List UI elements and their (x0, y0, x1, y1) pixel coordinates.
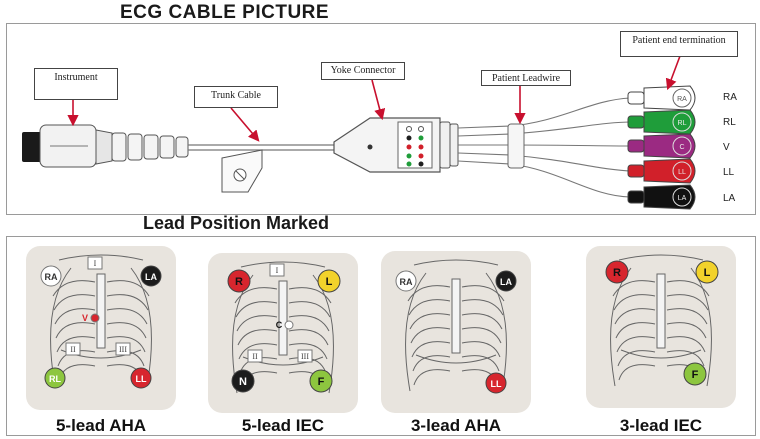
electrode-text-ra: RA (45, 272, 58, 282)
electrode-text-ll: LL (491, 379, 502, 389)
electrode-l: L (317, 269, 341, 293)
electrode-text-f: F (318, 376, 325, 388)
trunk-cable-callout-text: Trunk Cable (211, 90, 261, 101)
electrode-f: F (309, 369, 333, 393)
patient-leadwire-callout: Patient Leadwire (481, 70, 571, 86)
wire-label-la: LA (723, 193, 736, 204)
electrode-rl: RL (44, 367, 66, 389)
card-3-lead-aha: RA LA LL (381, 251, 531, 413)
wire-label-ll: LL (723, 167, 735, 178)
electrode-f: F (683, 362, 707, 386)
snap-v: C (627, 133, 696, 159)
snap-la: LA (627, 184, 696, 210)
torso-outline (405, 259, 507, 392)
snap-rl: RL (627, 109, 696, 135)
electrode-ll: LL (485, 372, 507, 394)
yoke-connector (333, 117, 459, 173)
patient-end-callout: Patient end termination (620, 31, 738, 57)
electrode-ra: RA (395, 270, 417, 292)
lead-vector-3: III (119, 345, 127, 354)
card-label-3-lead-iec: 3-lead IEC (619, 416, 703, 435)
electrode-text-l: L (326, 276, 333, 288)
electrode-text-l: L (704, 267, 711, 279)
instrument-callout-text: Instrument (54, 72, 98, 83)
chest-diagram-3-lead-iec: R L F (605, 254, 719, 387)
trunk-cable-callout: Trunk Cable (194, 86, 278, 108)
snap-ll: LL (627, 158, 696, 184)
cable-diagram-panel (6, 23, 756, 215)
chest-electrode-text: C (276, 320, 283, 330)
yoke-connector-callout-text: Yoke Connector (330, 65, 396, 76)
snap-text-la: LA (678, 195, 687, 202)
lead-vector-1: I (94, 259, 97, 268)
patient-end-callout-text: Patient end termination (632, 35, 726, 46)
wire-label-rl: RL (723, 117, 736, 128)
lead-vector-3: III (301, 352, 309, 361)
yoke-connector-callout: Yoke Connector (321, 62, 405, 80)
snap-text-rl: RL (678, 120, 687, 127)
lead-position-title: Lead Position Marked (143, 213, 330, 233)
electrode-text-la: LA (145, 272, 157, 282)
card-label-5-lead-aha: 5-lead AHA (55, 416, 147, 435)
electrode-n: N (231, 369, 255, 393)
snap-terminals: RA RL C LL LA (627, 85, 696, 210)
electrode-ll: LL (130, 367, 152, 389)
cable-picture-title: ECG CABLE PICTURE (120, 2, 330, 23)
lead-vector-2: II (252, 352, 258, 361)
snap-ra: RA (627, 85, 696, 111)
electrode-r: R (605, 260, 629, 284)
electrode-text-ll: LL (136, 374, 147, 384)
lead-vector-2: II (70, 345, 76, 354)
snap-text-ll: LL (678, 169, 686, 176)
card-label-3-lead-aha: 3-lead AHA (410, 416, 502, 435)
card-label-5-lead-iec: 5-lead IEC (241, 416, 325, 435)
snap-text-v: C (679, 144, 684, 151)
wire-label-ra: RA (723, 92, 737, 103)
instrument-callout: Instrument (34, 68, 118, 100)
torso-outline (50, 254, 152, 387)
electrode-text-r: R (235, 276, 243, 288)
chest-electrode-text: V (82, 313, 88, 323)
yoke-pins (406, 126, 424, 167)
electrode-text-r: R (613, 267, 621, 279)
chest-electrode: V (82, 313, 100, 323)
chest-electrode: C (276, 320, 294, 330)
electrode-r: R (227, 269, 251, 293)
wire-label-v: V (723, 142, 730, 153)
patient-leadwire-callout-text: Patient Leadwire (491, 73, 561, 84)
electrode-la: LA (495, 270, 517, 292)
instrument-connector (22, 124, 189, 168)
electrode-ra: RA (40, 265, 62, 287)
lead-vector-1: I (276, 266, 279, 275)
torso-outline (610, 254, 712, 387)
lead-position-panel (6, 236, 756, 436)
snap-text-ra: RA (677, 96, 687, 103)
electrode-l: L (695, 260, 719, 284)
electrode-text-la: LA (500, 277, 512, 287)
electrode-text-ra: RA (400, 277, 413, 287)
electrode-text-rl: RL (49, 374, 61, 384)
electrode-text-n: N (239, 376, 247, 388)
electrode-la: LA (140, 265, 162, 287)
electrode-text-f: F (692, 369, 699, 381)
chest-diagram-3-lead-aha: RA LA LL (395, 259, 517, 394)
trunk-cable (188, 144, 334, 193)
card-3-lead-iec: R L F (586, 246, 736, 408)
